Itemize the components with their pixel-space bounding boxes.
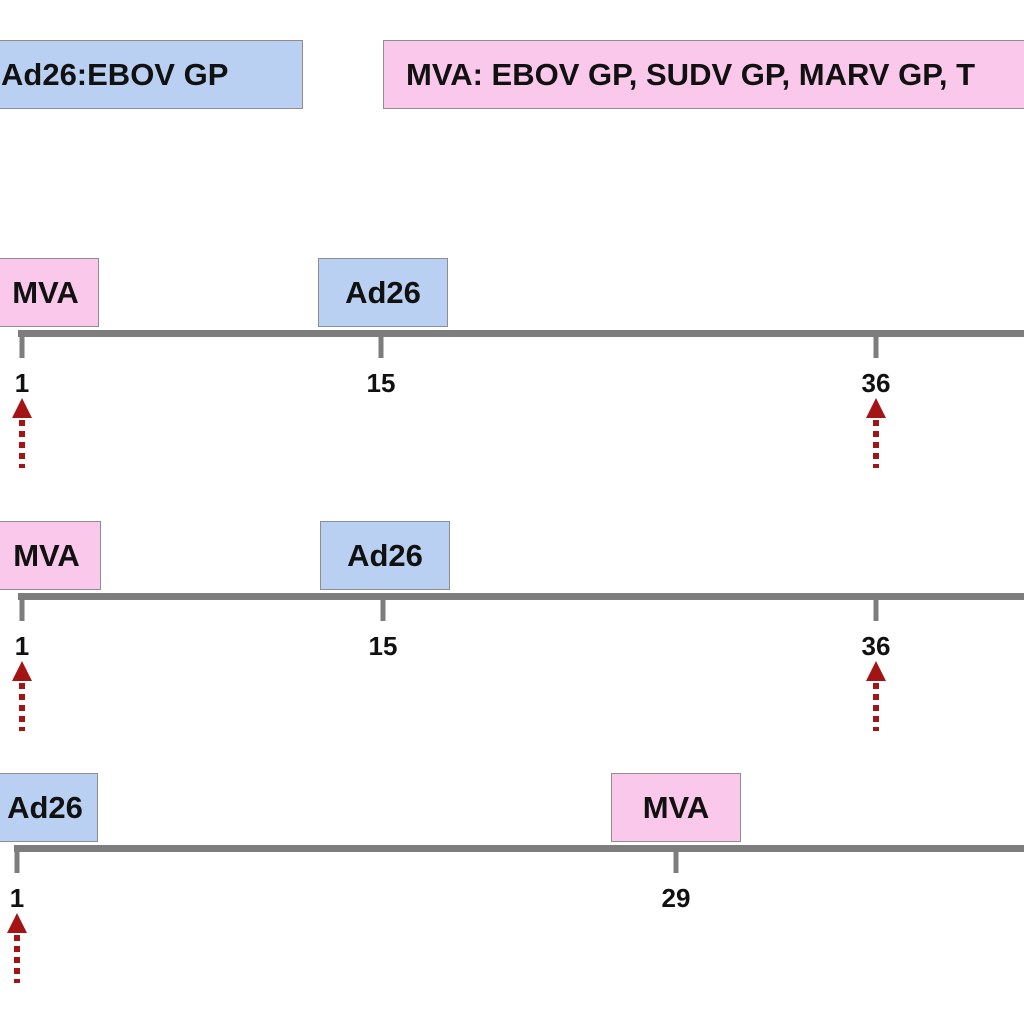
timeline-2-ad26-box: Ad26: [320, 521, 450, 590]
timeline-3-day-label: 1: [9, 883, 25, 913]
timeline-1-axis: [18, 330, 1024, 337]
sampling-arrow-icon: [12, 661, 32, 731]
timeline-3-tick-1: [14, 845, 20, 873]
timeline-2: MVA Ad26 1 15 36: [0, 521, 1024, 731]
timeline-2-box-2-label: Ad26: [347, 537, 423, 573]
timeline-3-box-1-label: Ad26: [7, 789, 83, 825]
timeline-3-ad26-box: Ad26: [0, 773, 98, 842]
timeline-3-box-2-label: MVA: [642, 789, 710, 825]
timeline-1-day-label: 36: [861, 368, 891, 398]
timeline-1-tick-3: [873, 330, 879, 358]
timeline-2-tick-1: [19, 593, 25, 621]
timeline-3-tick-2: [673, 845, 679, 873]
legend-mva-label: MVA: EBOV GP, SUDV GP, MARV GP, T: [406, 56, 976, 92]
timeline-1-day-label: 15: [366, 368, 396, 398]
timeline-1: MVA Ad26 1 15 36: [0, 258, 1024, 468]
legend-ad26-box: Ad26:EBOV GP: [0, 40, 303, 109]
timeline-2-day-label: 1: [14, 631, 30, 661]
timeline-1-box-2-label: Ad26: [345, 274, 421, 310]
timeline-1-tick-2: [378, 330, 384, 358]
sampling-arrow-icon: [12, 398, 32, 468]
sampling-arrow-icon: [866, 398, 886, 468]
timeline-2-tick-3: [873, 593, 879, 621]
timeline-1-tick-1: [19, 330, 25, 358]
timeline-3-axis: [14, 845, 1024, 852]
timeline-3-mva-box: MVA: [611, 773, 741, 842]
sampling-arrow-icon: [866, 661, 886, 731]
legend-mva-box: MVA: EBOV GP, SUDV GP, MARV GP, T: [383, 40, 1024, 109]
legend-ad26-label: Ad26:EBOV GP: [1, 56, 229, 92]
timeline-2-tick-2: [380, 593, 386, 621]
timeline-1-box-1-label: MVA: [12, 274, 79, 310]
timeline-2-axis: [18, 593, 1024, 600]
timeline-3: Ad26 MVA 1 29: [0, 773, 1024, 983]
sampling-arrow-icon: [7, 913, 27, 983]
timeline-2-day-label: 36: [861, 631, 891, 661]
timeline-1-day-label: 1: [14, 368, 30, 398]
timeline-1-ad26-box: Ad26: [318, 258, 448, 327]
timeline-2-mva-box: MVA: [0, 521, 101, 590]
timeline-2-box-1-label: MVA: [13, 537, 80, 573]
timeline-1-mva-box: MVA: [0, 258, 99, 327]
timeline-2-day-label: 15: [368, 631, 398, 661]
timeline-3-day-label: 29: [661, 883, 691, 913]
